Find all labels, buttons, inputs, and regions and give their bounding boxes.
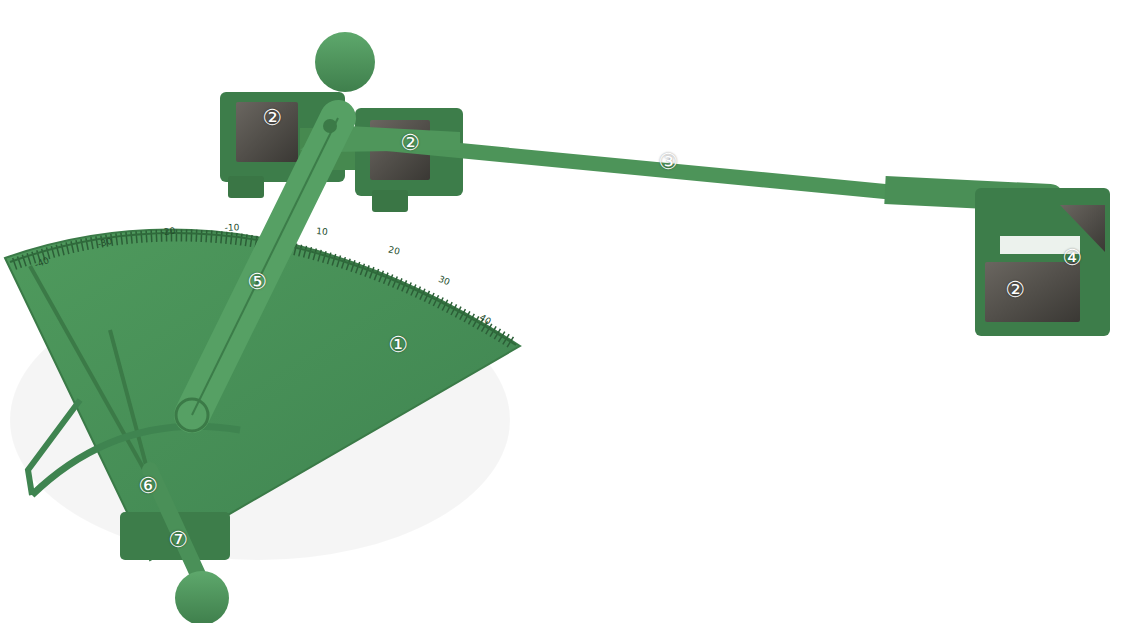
knob [175,571,229,623]
arc-frame [32,426,240,495]
pivot [323,119,337,133]
arm [192,118,338,415]
callout-number: ② [262,107,282,129]
needle [110,330,150,480]
scale-number: 20 [387,245,400,256]
callout-number: ③ [658,151,678,173]
arm-edge [192,118,338,415]
callout-number: ⑤ [247,271,267,293]
knob [315,32,375,92]
pivot [176,399,208,431]
holder [372,190,408,212]
callout-number: ② [400,132,420,154]
callout-number: ⑦ [168,529,188,551]
magnet [985,262,1080,322]
magnet [236,102,298,162]
scale-number: -20 [160,227,176,238]
magnet [1060,205,1105,252]
holder [975,188,1110,336]
scale-number: -10 [224,223,239,233]
callout-number: ① [388,334,408,356]
scale-number: 30 [437,275,451,288]
arc-frame [28,400,80,495]
callout-number: ④ [1062,247,1082,269]
holder [228,176,264,198]
callout-number: ② [1005,279,1025,301]
scale-number: 10 [316,227,328,237]
protractor-sector [5,230,520,560]
callout-number: ⑥ [138,475,158,497]
